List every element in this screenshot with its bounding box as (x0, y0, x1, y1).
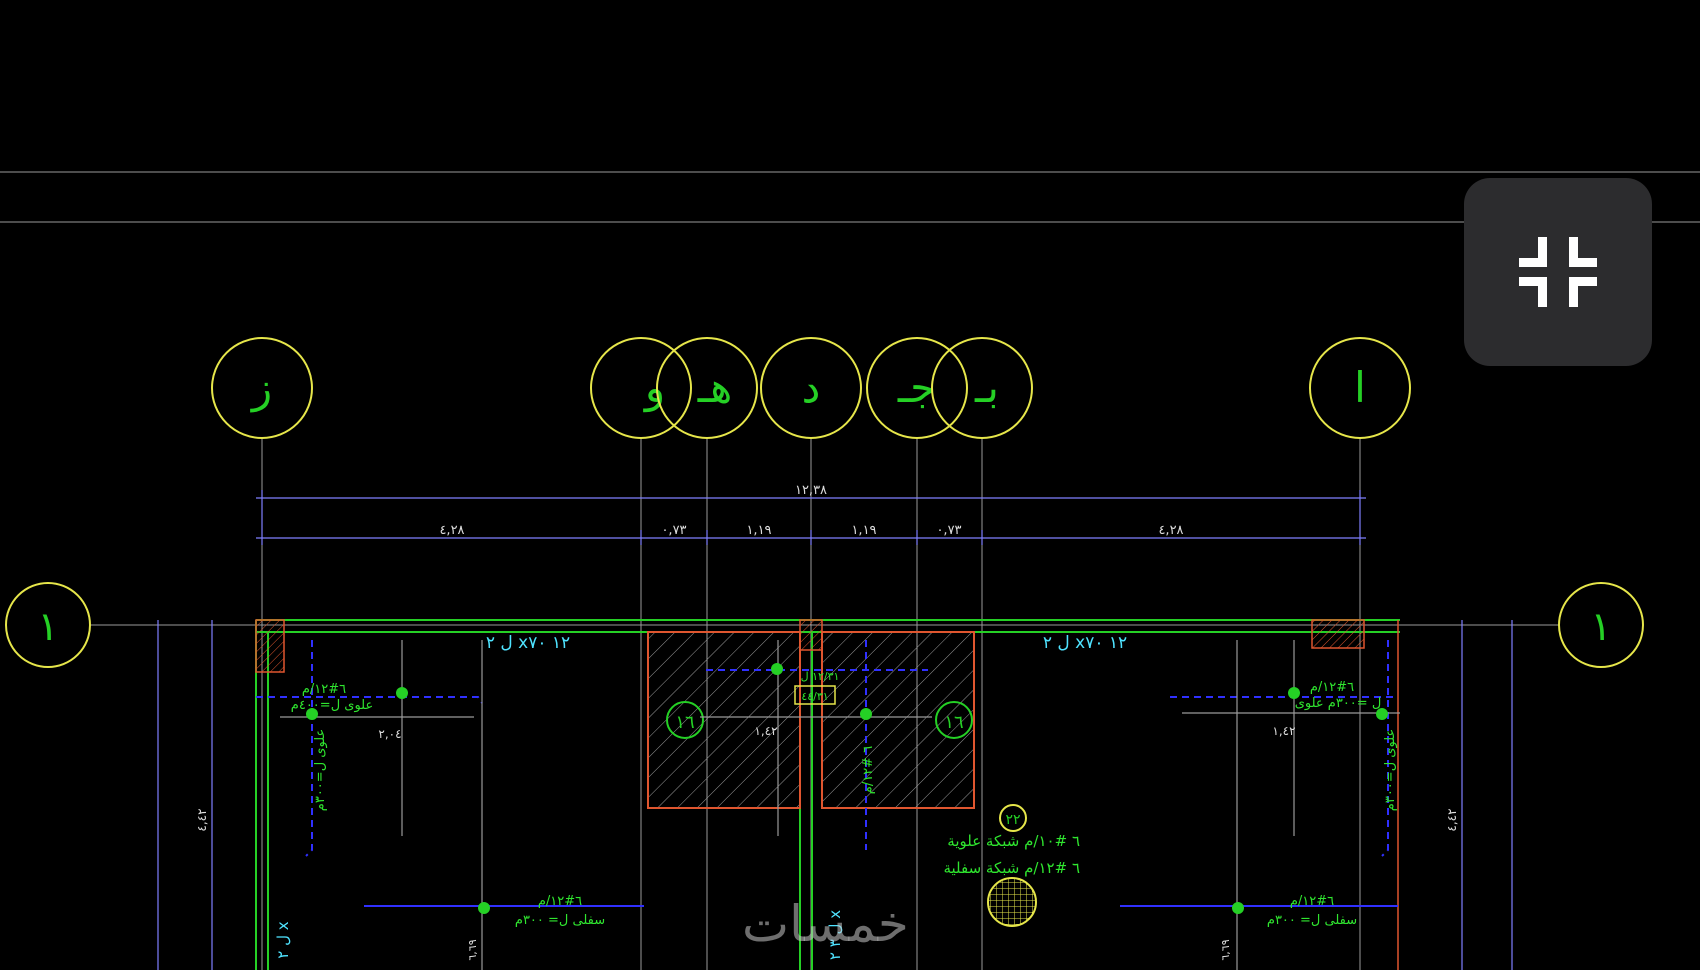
center-bar-label: ١٢/٣١ ل (801, 670, 840, 683)
column-center (799, 619, 823, 651)
grid-bubble-label: ١ (1590, 604, 1611, 650)
grid-bubble-label: ز (250, 363, 272, 412)
grid-bubble-label: جـ (897, 363, 936, 412)
rebar-note: علوى ل=٤٠٠م (291, 698, 373, 713)
mesh-note-bottom: ٦ #١٢/م شبكة سفلية (943, 859, 1080, 877)
grid-bubble-side-right[interactable]: ١ (1558, 582, 1644, 668)
rebar-note: سفلى ل= ٣٠٠م (1267, 913, 1357, 928)
dimension-lines (256, 490, 1366, 545)
span-label: ١,٤٢ (1272, 724, 1295, 738)
grid-bubble-label: ا (1354, 363, 1366, 412)
grid-bubble-b[interactable]: بـ (931, 337, 1033, 439)
grid-bubble-j[interactable]: جـ (866, 337, 968, 439)
small-dimension: ٦,٦٩ (466, 939, 479, 960)
side-dimension-lines (157, 620, 1513, 970)
pad-mark-left: ١٦ (666, 701, 704, 739)
mesh-note-top: ٦ #١٠/م شبكة علوية (947, 832, 1080, 850)
grid-bubble-w[interactable]: و (590, 337, 692, 439)
grid-bubble-d[interactable]: د (760, 337, 862, 439)
dimension-overall: ١٢,٣٨ (795, 483, 827, 498)
side-dimension-label: ٤,٤٢ (195, 808, 209, 831)
rebar-dots (306, 663, 1388, 914)
mesh-symbol (987, 877, 1037, 927)
dimension-segment: ٠,٧٣ (936, 523, 961, 538)
rebar-note: ٦#١٢/م (302, 682, 346, 697)
grid-bubble-label: بـ (974, 363, 999, 412)
dimension-segment: ٤,٢٨ (1158, 523, 1183, 538)
grid-bubble-h[interactable]: هـ (656, 337, 758, 439)
dimension-segment: ٠,٧٣ (661, 523, 686, 538)
span-label: ٢,٠٤ (378, 727, 401, 741)
rebar-note: ٦ #١٢/م (861, 746, 876, 794)
rebar-note: ٦#١٢/م (1310, 680, 1354, 695)
pad-mark-label: ١٦ (944, 712, 963, 733)
watermark: خمسات (742, 895, 911, 953)
rebar-note: ل =٣٠٠م علوى (1295, 696, 1382, 711)
pad-mark-right: ١٦ (935, 701, 973, 739)
grid-bubble-a[interactable]: ا (1309, 337, 1411, 439)
rebar-note: ٦#١٢/م (1290, 894, 1334, 909)
center-detail-box (794, 685, 836, 705)
pad-mark-slab: ٢٢ (999, 804, 1027, 832)
exit-fullscreen-button[interactable] (1464, 178, 1652, 366)
center-box-label: ٤٤/٣١ (801, 690, 828, 703)
side-dimension-label: ٤,٤٢ (1445, 808, 1459, 831)
rebar-note: علوى ل=٣٠٠م (1383, 729, 1398, 811)
rebar-note: ٦#١٢/م (538, 894, 582, 909)
wall-label: ل ٣ ٢ x (826, 910, 844, 960)
column-left (255, 619, 285, 673)
column-right (1311, 619, 1365, 649)
rebar-note: علوى ل=٣٠٠م (313, 729, 328, 811)
span-label: ١,٤٢ (754, 724, 777, 738)
wall-label: ل ٢ x (274, 921, 292, 959)
small-dimension: ٦,٦٩ (1219, 939, 1232, 960)
dimension-segment: ٤,٢٨ (439, 523, 464, 538)
rebar-lines (256, 640, 1394, 857)
beam-label-left: ل ٢ x١٢ ٧٠ (486, 633, 570, 653)
beam-label-right: ل ٢ x١٢ ٧٠ (1043, 633, 1127, 653)
grid-bubble-label: و (643, 363, 665, 412)
grid-bubble-label: د (802, 363, 821, 412)
rebar-note: سفلى ل= ٣٠٠م (515, 913, 605, 928)
footing-pad-right[interactable] (821, 631, 975, 809)
grid-bubble-label: ١ (37, 604, 58, 650)
grid-bubble-z[interactable]: ز (211, 337, 313, 439)
grid-bubble-side-left[interactable]: ١ (5, 582, 91, 668)
footing-pad-left[interactable] (647, 631, 801, 809)
pad-mark-label: ٢٢ (1005, 812, 1020, 828)
pad-mark-label: ١٦ (675, 712, 694, 733)
dimension-segment: ١,١٩ (851, 523, 876, 538)
exit-fullscreen-icon (1519, 237, 1597, 307)
dimension-segment: ١,١٩ (746, 523, 771, 538)
grid-bubble-label: هـ (697, 363, 732, 412)
